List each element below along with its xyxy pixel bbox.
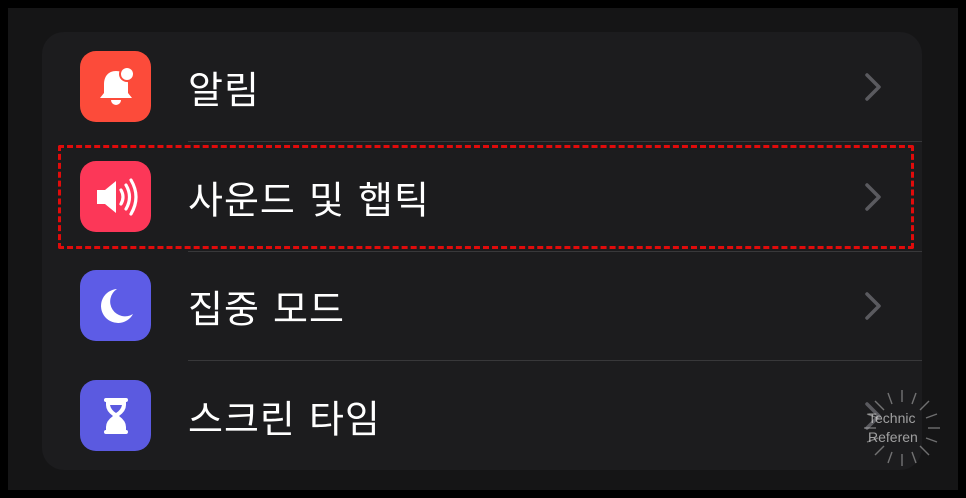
row-separator	[188, 141, 922, 142]
settings-row-label: 알림	[188, 68, 260, 112]
watermark-text: Technic	[868, 410, 916, 426]
chevron-right-icon	[865, 291, 881, 320]
settings-group: 알림 사운드 및 햅틱 집중 모드	[42, 32, 922, 470]
settings-row-label: 사운드 및 햅틱	[188, 178, 430, 222]
settings-row-label: 집중 모드	[188, 287, 345, 331]
bell-badge-icon	[80, 51, 151, 122]
speaker-wave-icon	[80, 161, 151, 232]
chevron-right-icon	[865, 401, 881, 430]
settings-row-notifications[interactable]: 알림	[42, 32, 922, 141]
row-separator	[188, 360, 922, 361]
chevron-right-icon	[865, 72, 881, 101]
hourglass-icon	[80, 380, 151, 451]
watermark-logo: Technic Referen	[862, 388, 942, 468]
settings-row-focus[interactable]: 집중 모드	[42, 251, 922, 360]
settings-row-sounds-haptics[interactable]: 사운드 및 햅틱	[42, 142, 922, 251]
settings-row-label: 스크린 타임	[188, 397, 381, 441]
watermark-text: Referen	[868, 429, 918, 445]
settings-row-screen-time[interactable]: 스크린 타임	[42, 361, 922, 470]
chevron-right-icon	[865, 182, 881, 211]
moon-icon	[80, 270, 151, 341]
row-separator	[188, 251, 922, 252]
